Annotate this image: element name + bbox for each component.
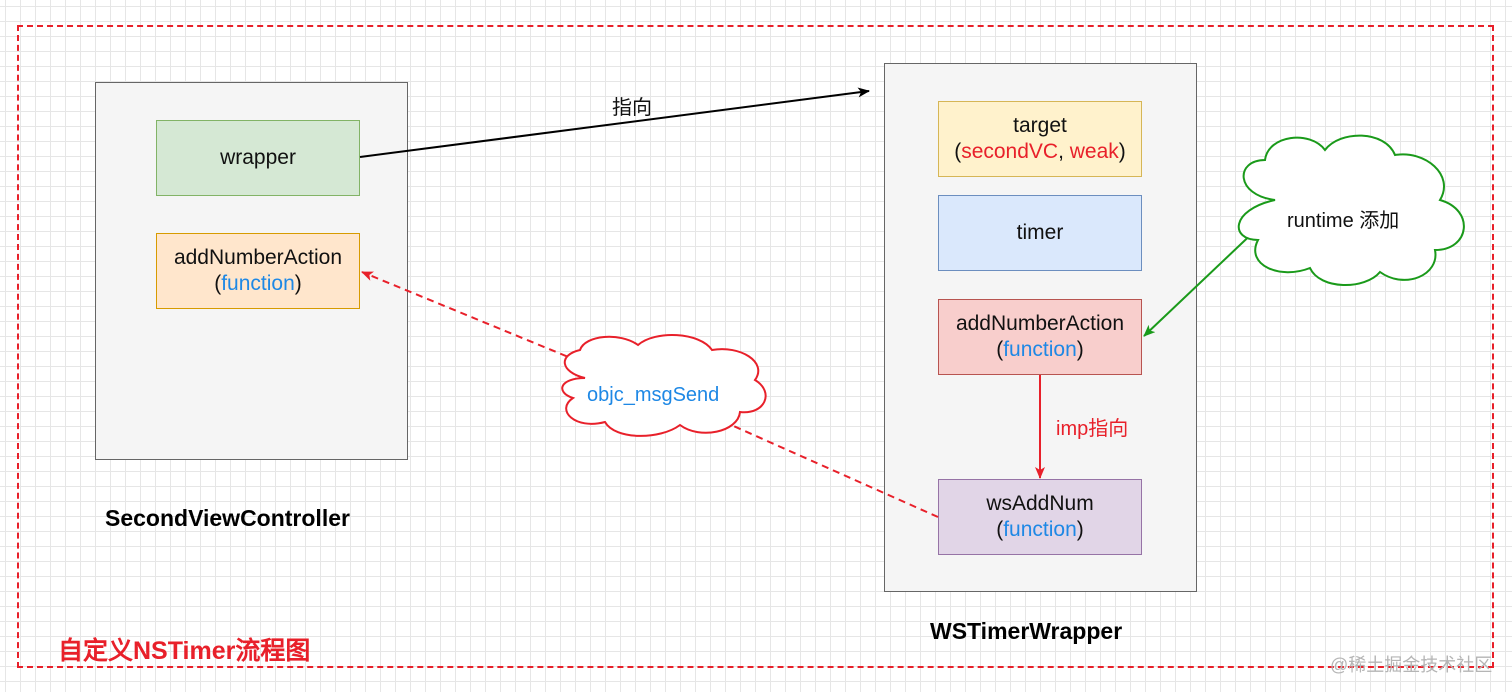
timer-box[interactable]: timer (938, 195, 1142, 271)
function-keyword: function (1003, 518, 1077, 541)
ws-add-num-box[interactable]: wsAddNum (function) (938, 479, 1142, 555)
function-keyword: function (221, 272, 295, 295)
paren-open: ( (996, 338, 1004, 361)
ws-add-num-name: wsAddNum (986, 492, 1094, 515)
paren-close: ) (294, 272, 302, 295)
second-view-controller-label: SecondViewController (105, 505, 350, 531)
function-keyword: function (1003, 338, 1077, 361)
runtime-add-label: runtime 添加 (1287, 210, 1400, 232)
msg-send-dashed-line-lower (719, 419, 939, 518)
msg-send-cloud (561, 334, 767, 437)
ws-add-number-action-type-line: (function) (996, 337, 1084, 363)
msg-send-label: objc_msgSend (587, 384, 720, 406)
watermark: @稀土掘金技术社区 (1330, 655, 1493, 675)
points-to-arrow (359, 87, 870, 158)
msg-send-dashed-arrow-upper (361, 271, 601, 371)
second-add-number-action-name: addNumberAction (173, 246, 343, 269)
runtime-cloud (1237, 134, 1465, 286)
frame-title: 自定义NSTimer流程图 (58, 637, 311, 665)
imp-points-to-label: imp指向 (1056, 418, 1129, 440)
second-add-number-action-box[interactable]: addNumberAction (function) (156, 233, 360, 309)
target-name: target (1013, 114, 1067, 137)
paren-close: ) (1076, 338, 1084, 361)
target-detail-line: (secondVC, weak) (954, 139, 1126, 165)
ws-add-num-type-line: (function) (996, 517, 1084, 543)
flow-frame (17, 25, 1494, 668)
ws-timer-wrapper-label: WSTimerWrapper (930, 618, 1123, 644)
runtime-add-arrow (1143, 225, 1261, 337)
separator: , (1058, 140, 1070, 163)
points-to-label: 指向 (612, 97, 652, 119)
paren-open: ( (954, 140, 962, 163)
ws-add-number-action-box[interactable]: addNumberAction (function) (938, 299, 1142, 375)
target-box[interactable]: target (secondVC, weak) (938, 101, 1142, 177)
target-value-secondvc: secondVC (961, 140, 1059, 163)
wrapper-box[interactable]: wrapper (156, 120, 360, 196)
ws-add-number-action-name: addNumberAction (955, 312, 1125, 335)
paren-close: ) (1076, 518, 1084, 541)
paren-close: ) (1118, 140, 1126, 163)
paren-open: ( (996, 518, 1004, 541)
target-value-weak: weak (1069, 140, 1119, 163)
paren-open: ( (214, 272, 222, 295)
second-add-number-action-type-line: (function) (214, 271, 302, 297)
wrapper-label: wrapper (220, 146, 296, 169)
timer-label: timer (1016, 221, 1064, 244)
